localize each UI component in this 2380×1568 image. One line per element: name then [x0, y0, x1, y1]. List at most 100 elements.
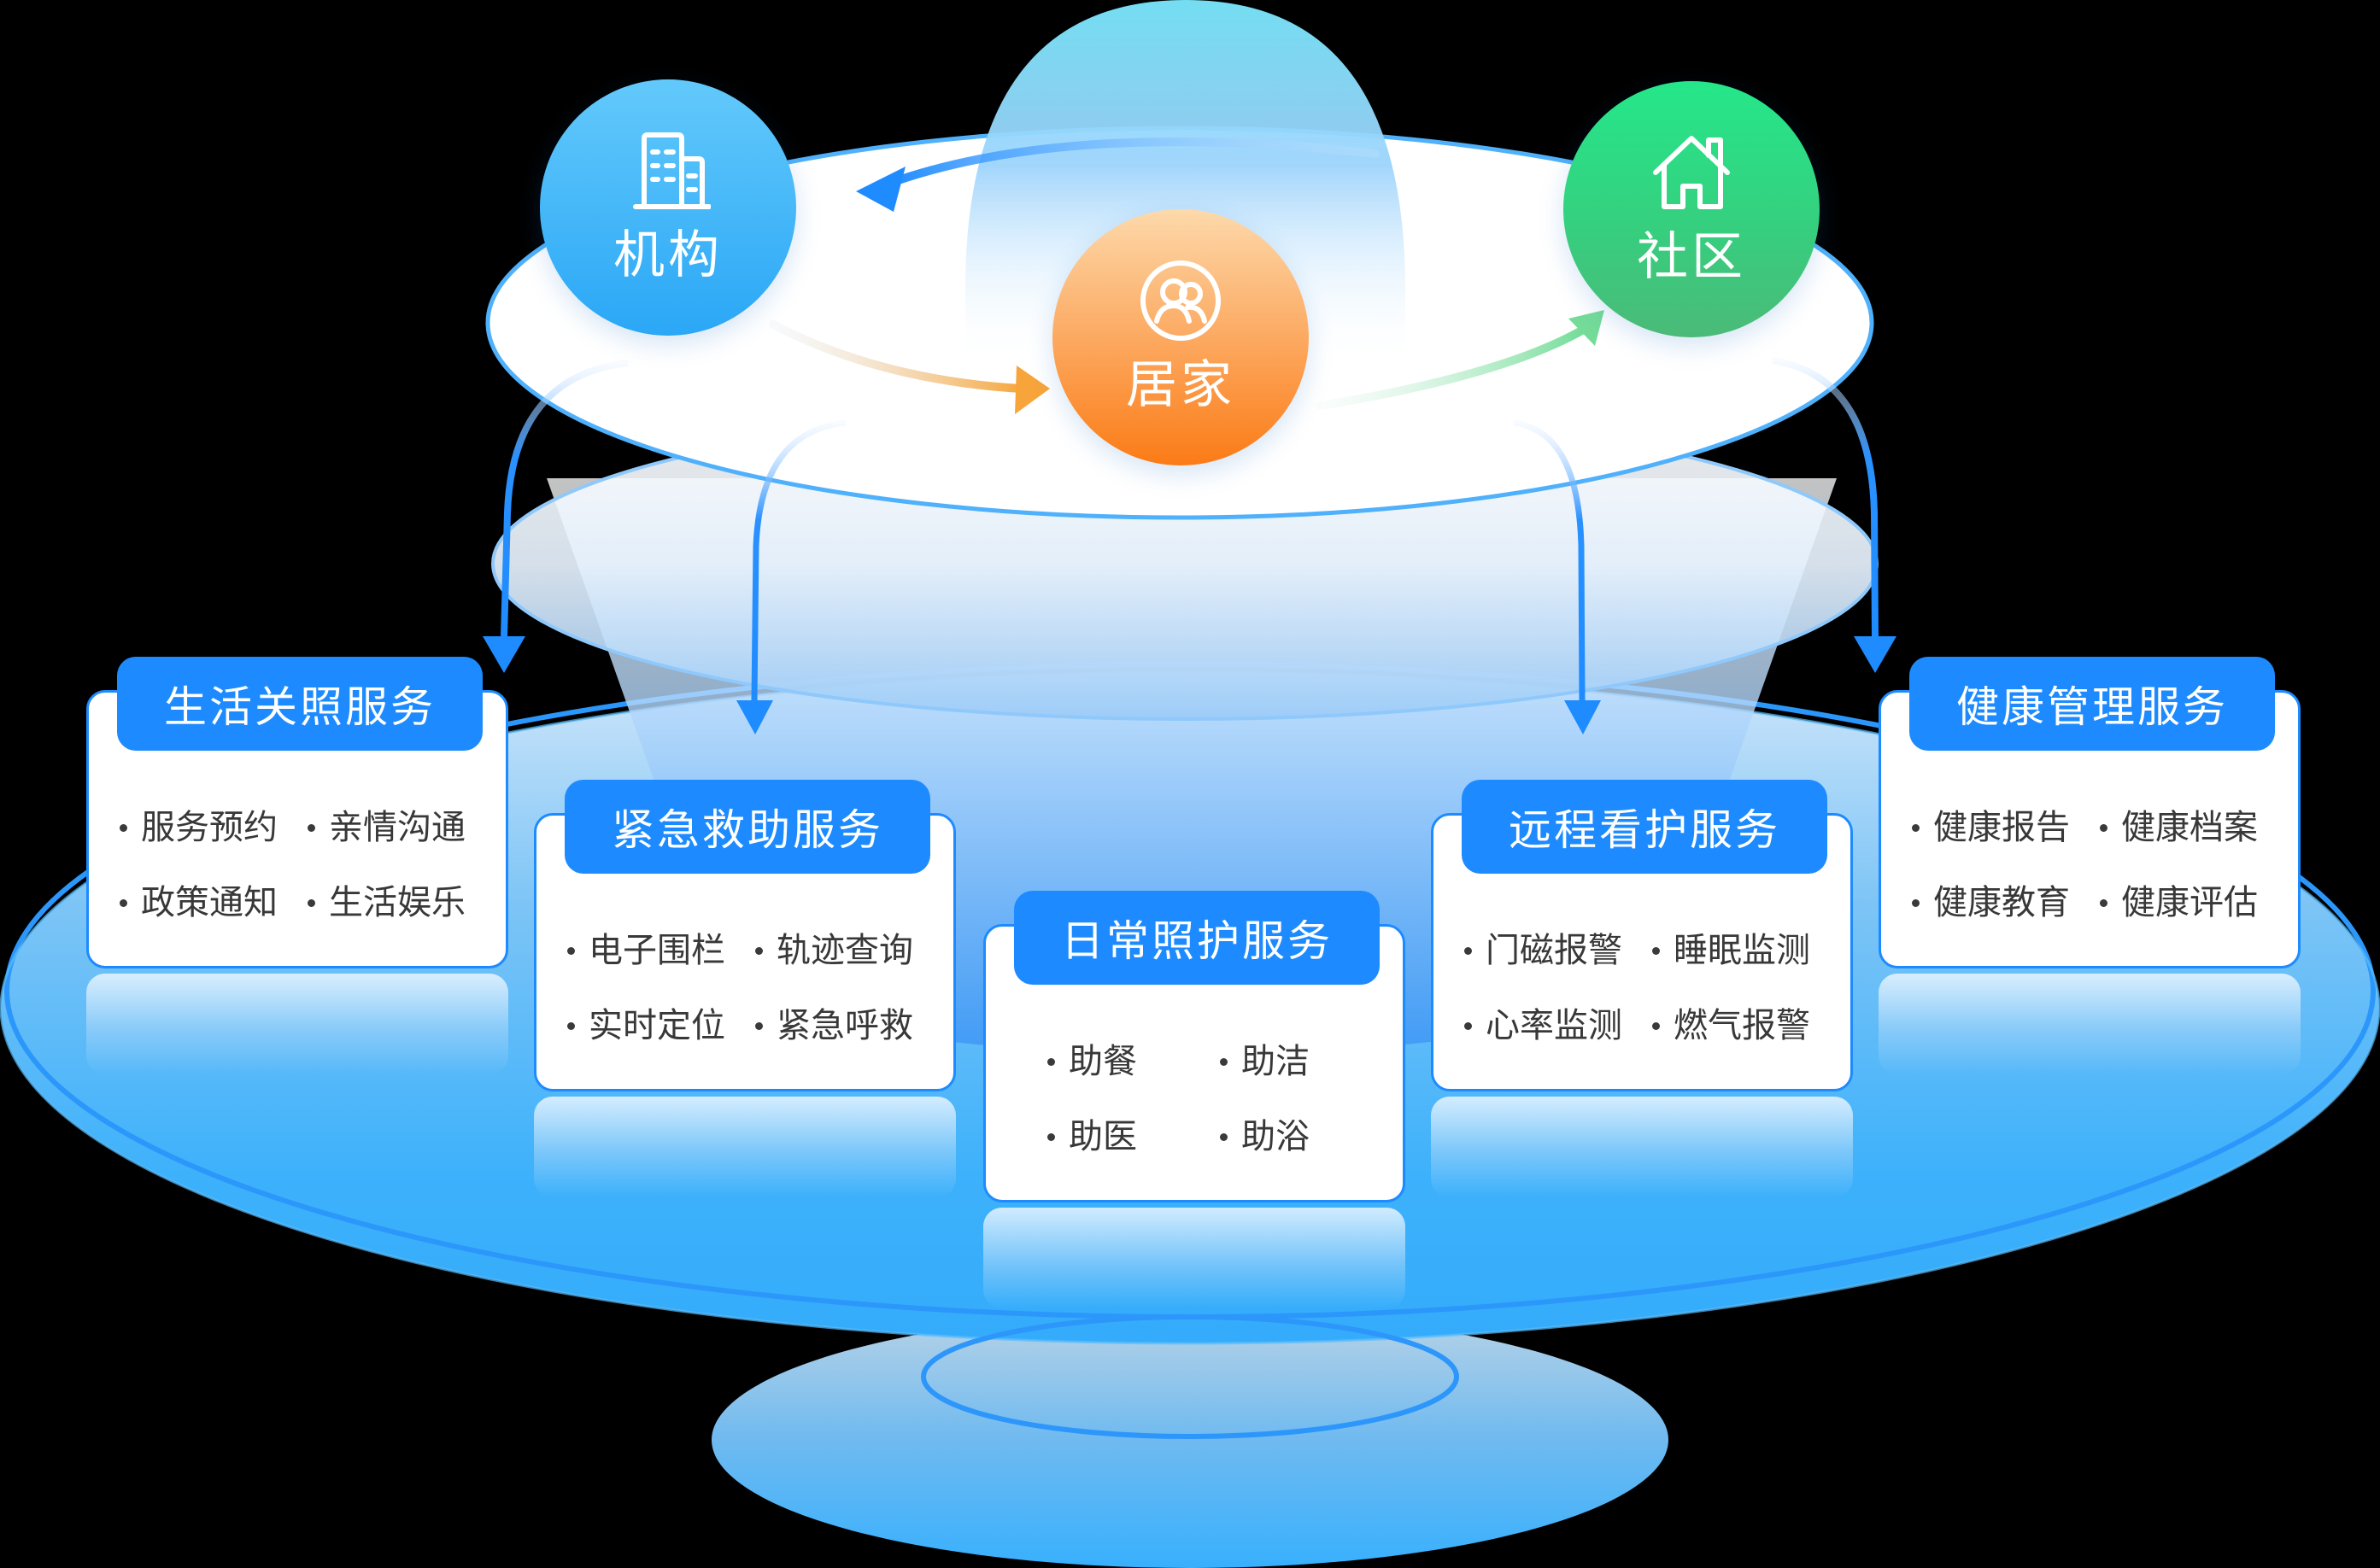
bullet-dot-icon — [1047, 1132, 1055, 1141]
arrow-to-card-4 — [1772, 357, 1896, 673]
bullet-dot-icon — [2100, 898, 2107, 907]
item-label: 助洁 — [1241, 1042, 1310, 1081]
card-item-list: 健康报告 健康档案 健康教育 健康评估 — [1912, 807, 2279, 923]
card-reflection — [983, 1208, 1405, 1308]
card-header: 健康管理服务 — [1909, 657, 2275, 751]
list-item: 助洁 — [1220, 1041, 1384, 1082]
list-item: 服务预约 — [120, 807, 299, 848]
hub-label: 社区 — [1637, 227, 1746, 287]
card-title: 紧急救助服务 — [612, 805, 883, 855]
service-card-life-care[interactable]: 生活关照服务 服务预约 亲情沟通 政策通知 生活娱乐 — [86, 657, 508, 968]
bullet-dot-icon — [308, 898, 315, 907]
card-title: 日常照护服务 — [1061, 916, 1333, 966]
hub-institution[interactable]: 机构 — [540, 79, 796, 336]
bullet-dot-icon — [1912, 898, 1920, 907]
list-item: 生活娱乐 — [308, 882, 487, 923]
list-item: 实时定位 — [567, 1005, 747, 1046]
card-reflection — [1879, 974, 2301, 1074]
item-label: 生活娱乐 — [329, 883, 466, 922]
card-item-list: 门磁报警 睡眠监测 心率监测 燃气报警 — [1464, 930, 1832, 1046]
card-header: 生活关照服务 — [117, 657, 483, 751]
arrow-to-card-1 — [736, 419, 847, 734]
item-label: 睡眠监测 — [1674, 931, 1810, 970]
item-label: 心率监测 — [1486, 1006, 1622, 1045]
bullet-dot-icon — [1220, 1132, 1228, 1141]
list-item: 助医 — [1047, 1116, 1211, 1157]
list-item: 燃气报警 — [1652, 1005, 1832, 1046]
bullet-dot-icon — [1912, 823, 1920, 832]
flow-arrow-institution-to-home — [769, 320, 1050, 414]
item-label: 助浴 — [1241, 1117, 1310, 1156]
list-item: 健康报告 — [1912, 807, 2091, 848]
family-users-icon — [1140, 260, 1221, 341]
bullet-dot-icon — [755, 1021, 763, 1030]
building-icon — [633, 132, 711, 209]
item-label: 助医 — [1069, 1117, 1137, 1156]
item-label: 亲情沟通 — [329, 808, 466, 847]
card-reflection — [534, 1097, 956, 1197]
card-header: 日常照护服务 — [1014, 891, 1380, 985]
bullet-dot-icon — [2100, 823, 2107, 832]
bullet-dot-icon — [567, 1021, 575, 1030]
hub-label: 居家 — [1126, 355, 1235, 415]
flow-arrow-home-to-community — [1316, 310, 1604, 410]
item-label: 政策通知 — [141, 883, 278, 922]
card-header: 紧急救助服务 — [565, 780, 930, 874]
pedestal — [712, 1312, 1668, 1568]
bullet-dot-icon — [755, 946, 763, 955]
list-item: 睡眠监测 — [1652, 930, 1832, 971]
item-label: 健康档案 — [2121, 808, 2258, 847]
item-label: 实时定位 — [589, 1006, 725, 1045]
card-item-list: 服务预约 亲情沟通 政策通知 生活娱乐 — [120, 807, 487, 923]
pedestal-ring — [921, 1314, 1459, 1439]
bullet-dot-icon — [1652, 946, 1660, 955]
bullet-dot-icon — [308, 823, 315, 832]
service-card-remote-monitoring[interactable]: 远程看护服务 门磁报警 睡眠监测 心率监测 燃气报警 — [1431, 780, 1853, 1091]
list-item: 助餐 — [1047, 1041, 1211, 1082]
item-label: 电子围栏 — [589, 931, 725, 970]
item-label: 服务预约 — [141, 808, 278, 847]
arrow-to-card-0 — [483, 360, 629, 673]
card-title: 生活关照服务 — [164, 682, 436, 732]
bullet-dot-icon — [1464, 946, 1472, 955]
arrow-to-card-3 — [1513, 419, 1601, 734]
hub-label: 机构 — [613, 225, 723, 285]
list-item: 健康教育 — [1912, 882, 2091, 923]
item-label: 健康教育 — [1933, 883, 2070, 922]
list-item: 健康评估 — [2100, 882, 2279, 923]
item-label: 轨迹查询 — [777, 931, 913, 970]
list-item: 电子围栏 — [567, 930, 747, 971]
list-item: 助浴 — [1220, 1116, 1384, 1157]
list-item: 亲情沟通 — [308, 807, 487, 848]
card-item-list: 电子围栏 轨迹查询 实时定位 紧急呼救 — [567, 930, 935, 1046]
bullet-dot-icon — [1652, 1021, 1660, 1030]
item-label: 助餐 — [1069, 1042, 1137, 1081]
bullet-dot-icon — [1047, 1057, 1055, 1066]
bullet-dot-icon — [1464, 1021, 1472, 1030]
list-item: 紧急呼救 — [755, 1005, 935, 1046]
list-item: 门磁报警 — [1464, 930, 1644, 971]
list-item: 健康档案 — [2100, 807, 2279, 848]
service-card-daily-care[interactable]: 日常照护服务 助餐 助洁 助医 助浴 — [983, 891, 1405, 1202]
card-reflection — [86, 974, 508, 1074]
bullet-dot-icon — [120, 898, 127, 907]
card-title: 远程看护服务 — [1509, 805, 1780, 855]
list-item: 轨迹查询 — [755, 930, 935, 971]
card-reflection — [1431, 1097, 1853, 1197]
item-label: 健康报告 — [1933, 808, 2070, 847]
list-item: 政策通知 — [120, 882, 299, 923]
item-label: 紧急呼救 — [777, 1006, 913, 1045]
bullet-dot-icon — [120, 823, 127, 832]
card-title: 健康管理服务 — [1956, 682, 2228, 732]
service-card-health-management[interactable]: 健康管理服务 健康报告 健康档案 健康教育 健康评估 — [1879, 657, 2301, 968]
bullet-dot-icon — [567, 946, 575, 955]
flow-arrow-community-to-institution — [856, 137, 1380, 212]
item-label: 健康评估 — [2121, 883, 2258, 922]
card-item-list: 助餐 助洁 助医 助浴 — [1047, 1041, 1384, 1157]
service-card-emergency[interactable]: 紧急救助服务 电子围栏 轨迹查询 实时定位 紧急呼救 — [534, 780, 956, 1091]
house-icon — [1653, 136, 1730, 209]
hub-community[interactable]: 社区 — [1563, 81, 1820, 337]
card-header: 远程看护服务 — [1462, 780, 1827, 874]
hub-home[interactable]: 居家 — [1052, 209, 1309, 465]
item-label: 燃气报警 — [1674, 1006, 1810, 1045]
